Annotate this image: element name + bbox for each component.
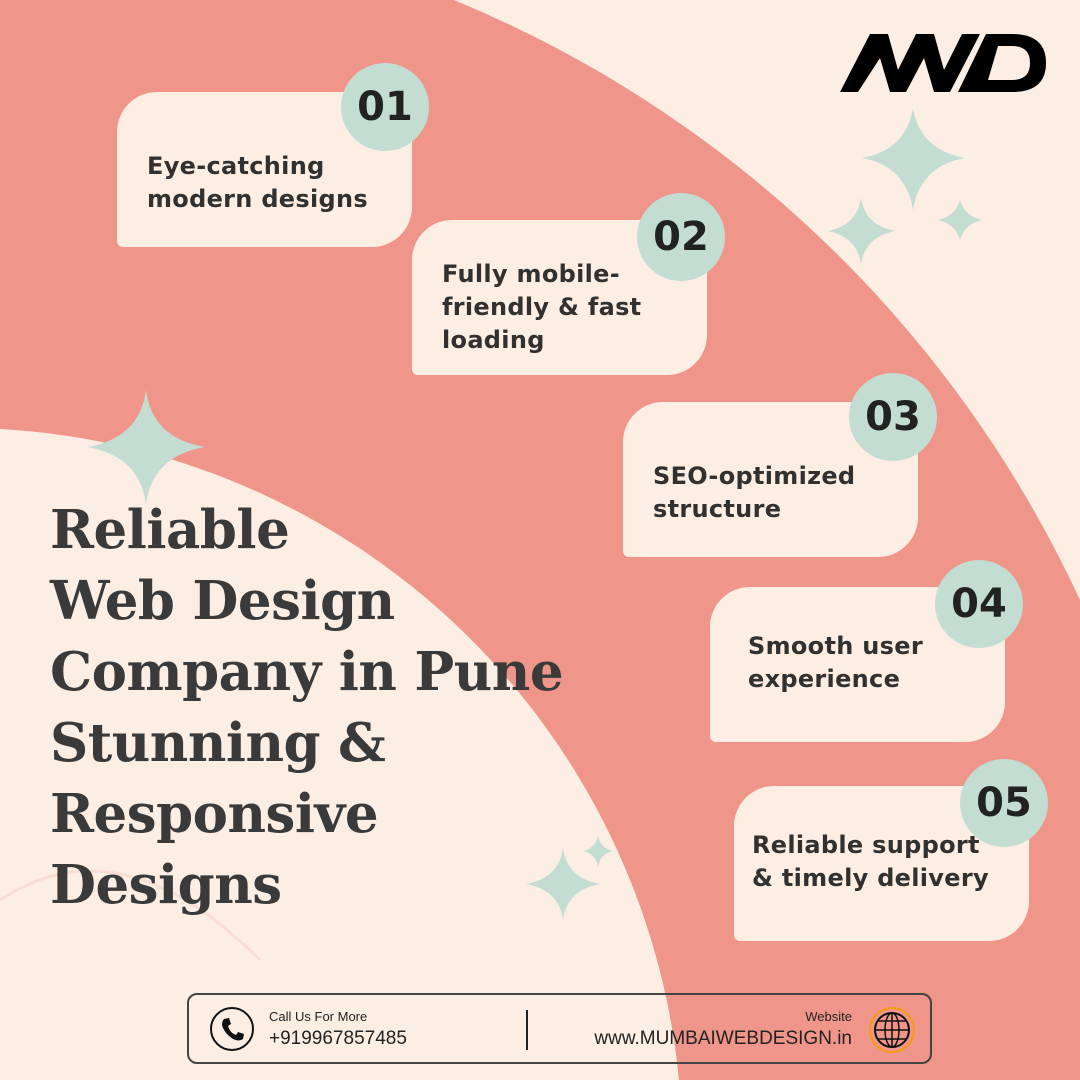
feature-text: structure (653, 495, 782, 523)
feature-text: loading (442, 326, 545, 354)
mwd-logo (840, 34, 1046, 92)
sparkle-icon (87, 108, 982, 920)
divider (526, 1010, 528, 1050)
headline-line: Company in Pune (50, 641, 564, 703)
feature-text: modern designs (147, 185, 368, 213)
headline-line: Reliable (50, 499, 290, 561)
number-badge: 05 (960, 759, 1048, 847)
website-label: Website (805, 1009, 852, 1024)
contact-bar: Call Us For More +919967857485 Website w… (187, 993, 932, 1064)
phone-number[interactable]: +919967857485 (269, 1028, 407, 1049)
feature-card: Eye-catching modern designs (117, 92, 412, 247)
feature-text: Fully mobile- (442, 260, 621, 288)
headline-line: Stunning & (50, 712, 386, 774)
headline-line: Designs (50, 854, 282, 916)
feature-text: friendly & fast (442, 293, 642, 321)
number-badge: 01 (341, 63, 429, 151)
website-link[interactable]: www.MUMBAIWEBDESIGN.in (594, 1028, 852, 1049)
feature-text: experience (748, 665, 901, 693)
feature-text: SEO-optimized (653, 462, 856, 490)
feature-card: Fully mobile-friendly & fast loading (412, 220, 707, 375)
globe-icon[interactable] (868, 1006, 916, 1054)
feature-text: Eye-catching (147, 152, 325, 180)
call-label: Call Us For More (269, 1009, 368, 1024)
headline-line: Responsive (50, 783, 379, 845)
phone-icon[interactable] (209, 1006, 255, 1052)
feature-text: & timely delivery (752, 864, 989, 892)
feature-text: Smooth user (748, 632, 923, 660)
number-badge: 03 (849, 373, 937, 461)
feature-card: Reliable support & timely delivery (734, 786, 1029, 941)
number-badge: 02 (637, 193, 725, 281)
number-badge: 04 (935, 560, 1023, 648)
headline: Reliable Web Design Company in Pune Stun… (50, 495, 564, 921)
feature-text: Reliable support (752, 831, 980, 859)
cream-circle (0, 429, 679, 1080)
headline-line: Web Design (50, 570, 395, 632)
